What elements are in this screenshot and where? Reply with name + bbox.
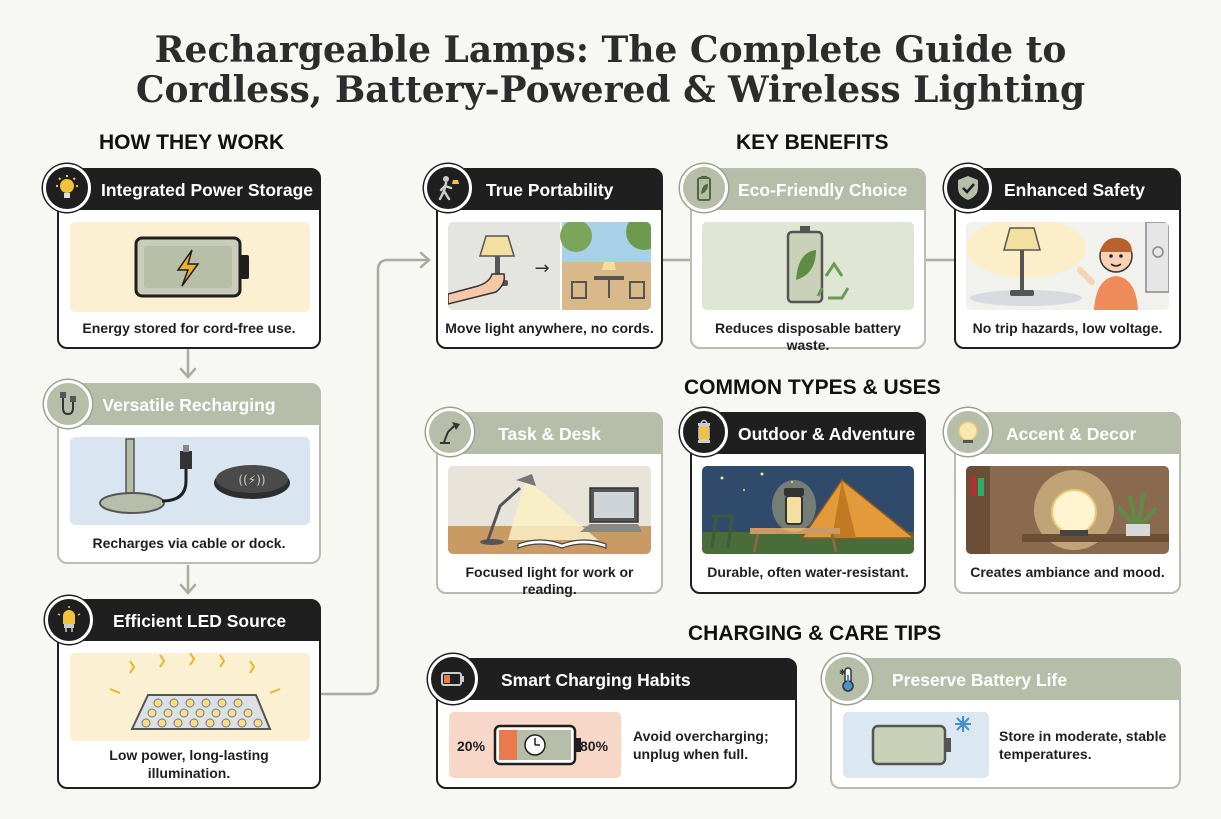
card-caption: Reduces disposable battery waste. (715, 320, 901, 353)
card-header: Eco-Friendly Choice (692, 170, 924, 210)
section-key-benefits: KEY BENEFITS (736, 131, 889, 154)
card-task-desk: Task & Desk Focused light for work or re… (436, 412, 663, 597)
section-common-types: COMMON TYPES & USES (684, 376, 941, 399)
cool-storage-illustration (843, 712, 989, 778)
card-caption-line-2: illumination. (147, 765, 231, 781)
card-header: Task & Desk (438, 414, 661, 454)
desk-lamp-illustration (448, 466, 651, 554)
charging-dock-illustration: ((⚡)) (70, 437, 310, 525)
card-caption-line-1: Low power, long-lasting (109, 747, 269, 763)
glow-orb-icon (944, 408, 992, 456)
card-smart-charging: Smart Charging Habits 20% 80% Avoid over… (436, 658, 797, 789)
card-title: Efficient LED Source (113, 610, 287, 631)
card-caption: Energy stored for cord-free use. (82, 320, 296, 336)
page-title-line-2: Cordless, Battery-Powered & Wireless Lig… (135, 69, 1086, 111)
card-title: Preserve Battery Life (892, 669, 1068, 690)
card-title: Enhanced Safety (1004, 179, 1146, 200)
card-caption: Creates ambiance and mood. (970, 564, 1165, 580)
card-preserve-battery-life: Preserve Battery Life Store in moderate,… (830, 658, 1181, 789)
card-caption: No trip hazards, low voltage. (972, 320, 1163, 336)
battery-icon (428, 654, 478, 704)
svg-text:((⚡)): ((⚡)) (238, 473, 265, 487)
card-header: Accent & Decor (956, 414, 1179, 454)
usb-cable-icon (44, 380, 92, 428)
card-title: Task & Desk (498, 423, 601, 444)
lantern-icon (680, 408, 728, 456)
shield-check-icon (944, 164, 992, 212)
card-caption: Durable, often water-resistant. (707, 564, 909, 580)
charge-high-label: 80% (580, 738, 609, 754)
tip-text-line-1: Store in moderate, stable (999, 728, 1167, 744)
page-title-line-1: Rechargeable Lamps: The Complete Guide t… (154, 29, 1067, 71)
card-eco-friendly-choice: Eco-Friendly Choice Reduces disposable b… (690, 168, 926, 353)
card-header: Enhanced Safety (956, 170, 1179, 210)
card-title: True Portability (486, 179, 614, 200)
charge-low-label: 20% (457, 738, 486, 754)
accent-lamp-illustration (966, 466, 1169, 554)
eco-battery-illustration (702, 222, 914, 310)
camping-illustration (702, 466, 914, 554)
charge-level-illustration (449, 712, 621, 778)
card-versatile-recharging: Versatile Recharging ((⚡)) Recharges via… (57, 383, 321, 564)
card-title: Versatile Recharging (102, 394, 276, 415)
card-title: Accent & Decor (1006, 423, 1137, 444)
card-integrated-power-storage: Integrated Power Storage Energy stored f… (57, 168, 321, 349)
card-caption: Recharges via cable or dock. (92, 535, 286, 551)
tip-text-line-1: Avoid overcharging; (633, 728, 769, 744)
card-header: Smart Charging Habits (438, 660, 795, 700)
card-title: Outdoor & Adventure (738, 423, 916, 444)
desk-lamp-icon (426, 408, 474, 456)
card-header: Integrated Power Storage (59, 170, 319, 210)
card-true-portability: True Portability → Move light anywhere, … (436, 168, 663, 349)
tip-text-line-2: unplug when full. (633, 746, 749, 762)
card-header: Versatile Recharging (59, 385, 319, 425)
card-caption: Focused light for work or reading. (465, 564, 634, 597)
section-charging-tips: CHARGING & CARE TIPS (688, 622, 942, 645)
card-outdoor-adventure: Outdoor & Adventure Durable, often water… (690, 412, 926, 594)
walking-person-icon (424, 164, 472, 212)
led-array-illustration (70, 653, 310, 741)
card-title: Smart Charging Habits (501, 669, 691, 690)
thermometer-icon: ✱ (822, 654, 872, 704)
safety-illustration (966, 222, 1169, 310)
battery-illustration (70, 222, 310, 312)
card-header: Efficient LED Source (59, 601, 319, 641)
card-efficient-led-source: Efficient LED Source Low power, long-las… (57, 599, 321, 789)
leaf-battery-icon (680, 164, 728, 212)
card-accent-decor: Accent & Decor Creates ambiance and mood… (954, 412, 1181, 594)
portability-illustration: → (448, 222, 651, 310)
card-caption: Move light anywhere, no cords. (445, 320, 654, 336)
card-header: True Portability (438, 170, 661, 210)
svg-text:✱: ✱ (839, 668, 846, 677)
card-header: Outdoor & Adventure (692, 414, 924, 454)
svg-text:→: → (534, 258, 549, 279)
card-title: Eco-Friendly Choice (738, 179, 908, 200)
tip-text-line-2: temperatures. (999, 746, 1092, 762)
card-enhanced-safety: Enhanced Safety No trip hazards, low vol… (954, 168, 1181, 349)
card-header: Preserve Battery Life (832, 660, 1179, 700)
led-bulb-icon (45, 596, 93, 644)
section-how-they-work: HOW THEY WORK (99, 131, 285, 154)
card-title: Integrated Power Storage (101, 179, 313, 200)
lightbulb-icon (43, 164, 91, 212)
